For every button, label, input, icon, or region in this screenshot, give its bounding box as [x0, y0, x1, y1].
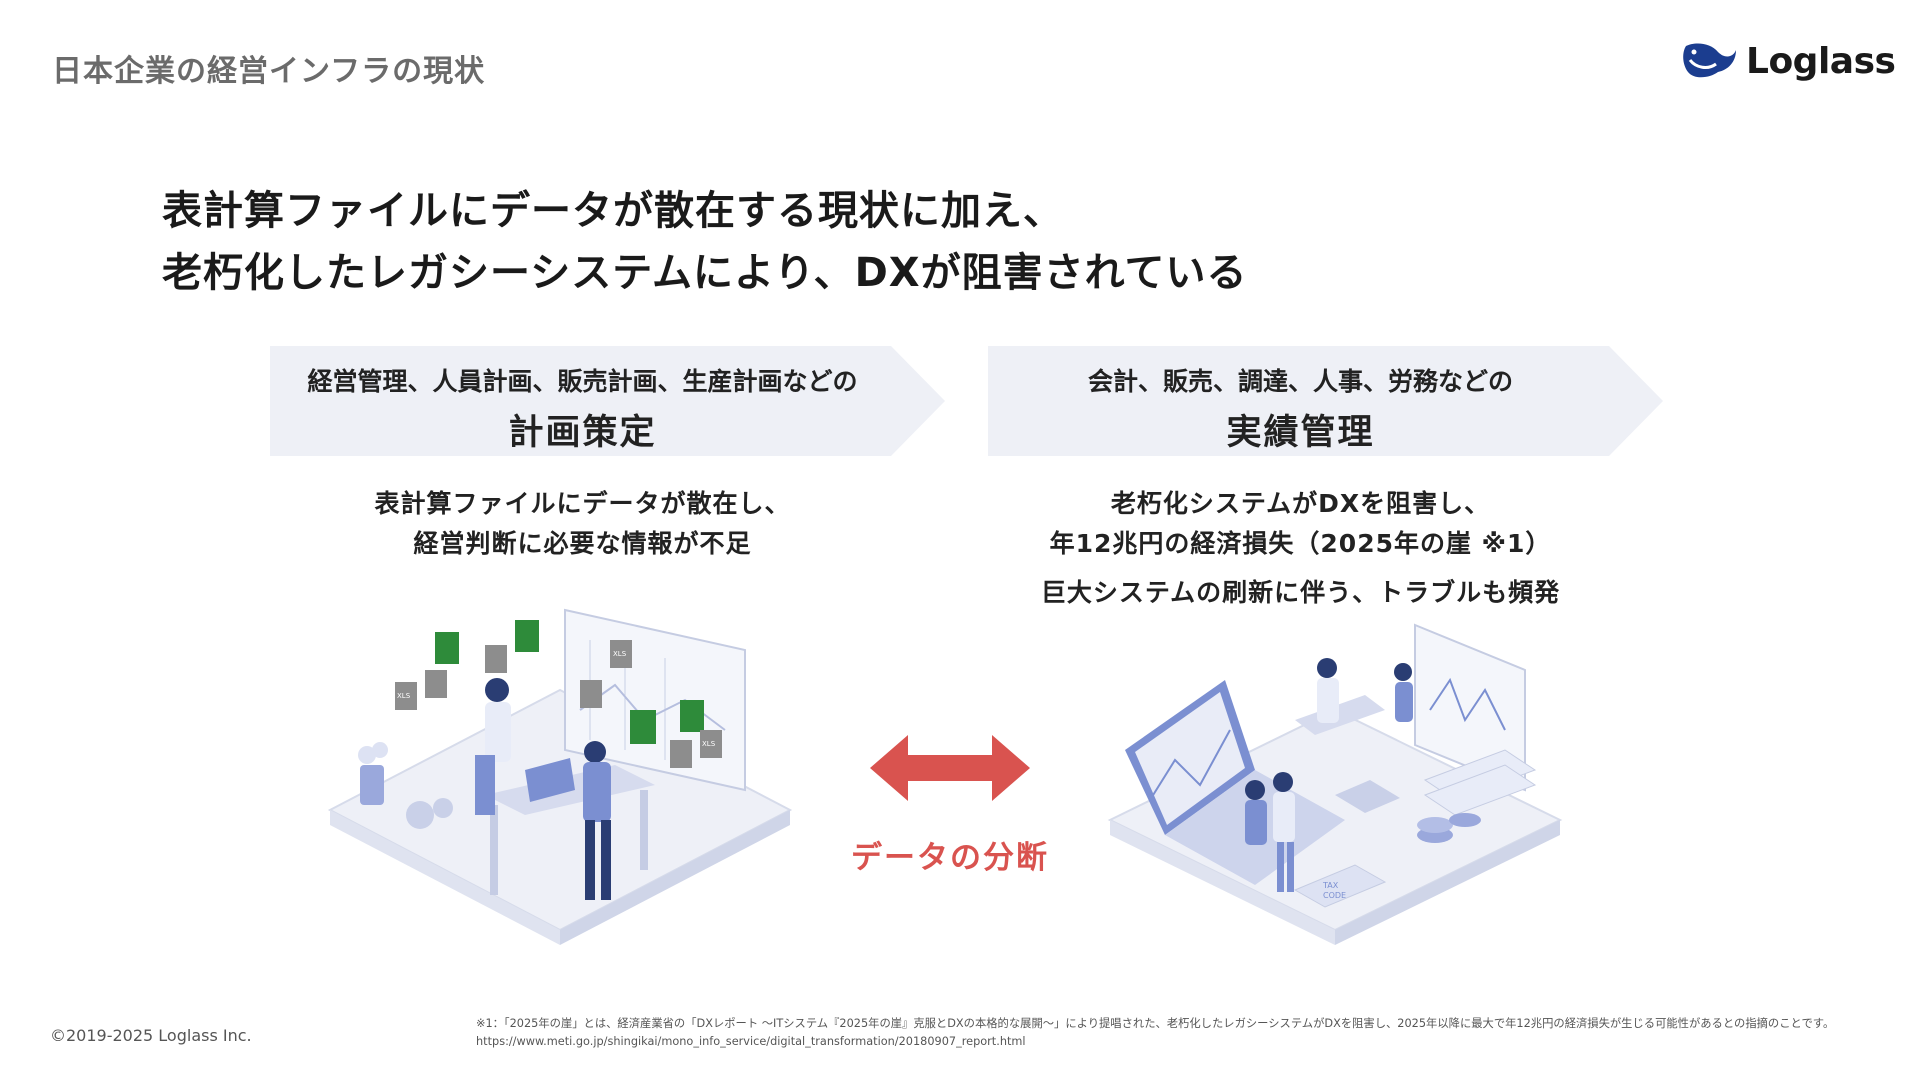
chevron-actuals: 会計、販売、調達、人事、労務などの 実績管理: [988, 346, 1663, 456]
chevron-planning: 経営管理、人員計画、販売計画、生産計画などの 計画策定: [270, 346, 945, 456]
xls-label: XLS: [702, 740, 716, 748]
xls-label: XLS: [397, 692, 411, 700]
actuals-description-extra: 巨大システムの刷新に伴う、トラブルも頻発: [988, 573, 1613, 613]
footnote-link[interactable]: https://www.meti.go.jp/shingikai/mono_in…: [476, 1035, 1026, 1048]
chevron-planning-sub: 経営管理、人員計画、販売計画、生産計画などの: [307, 367, 858, 396]
headline-line-1: 表計算ファイルにデータが散在する現状に加え、: [162, 188, 1064, 234]
footnote: ※1：「2025年の崖」とは、経済産業省の「DXレポート ～ITシステム『202…: [476, 1015, 1834, 1051]
logo-text: Loglass: [1746, 40, 1896, 82]
data-division-label: データの分断: [851, 840, 1049, 876]
whale-logo-icon: [1683, 43, 1736, 78]
planning-desc-line-2: 経営判断に必要な情報が不足: [413, 529, 752, 558]
double-arrow-icon: [870, 735, 1030, 801]
xls-label: XLS: [613, 650, 627, 658]
business-systems-illustration: TAX CODE: [1107, 623, 1563, 945]
actuals-desc-line-1: 老朽化システムがDXを阻害し、: [1110, 489, 1491, 518]
tax-label: TAX: [1322, 881, 1339, 890]
chevron-actuals-main: 実績管理: [1226, 413, 1375, 453]
footnote-text: ※1：「2025年の崖」とは、経済産業省の「DXレポート ～ITシステム『202…: [476, 1017, 1835, 1030]
actuals-description: 老朽化システムがDXを阻害し、 年12兆円の経済損失（2025年の崖 ※1）: [988, 484, 1613, 564]
planning-description: 表計算ファイルにデータが散在し、 経営判断に必要な情報が不足: [270, 484, 895, 564]
chevron-planning-main: 計画策定: [508, 413, 657, 453]
section-title: 日本企業の経営インフラの現状: [52, 54, 486, 89]
actuals-desc-line-2: 年12兆円の経済損失（2025年の崖 ※1）: [1049, 529, 1552, 558]
chevron-actuals-sub: 会計、販売、調達、人事、労務などの: [1087, 367, 1513, 396]
code-label: CODE: [1323, 891, 1346, 900]
headline: 表計算ファイルにデータが散在する現状に加え、 老朽化したレガシーシステムにより、…: [162, 180, 1247, 304]
planning-desc-line-1: 表計算ファイルにデータが散在し、: [374, 489, 791, 518]
copyright: ©2019-2025 Loglass Inc.: [50, 1026, 252, 1045]
headline-line-2: 老朽化したレガシーシステムにより、DXが阻害されている: [162, 250, 1248, 296]
xls-file-icon: [395, 620, 722, 768]
loglass-logo[interactable]: Loglass: [1680, 38, 1896, 84]
actuals-desc-line-3: 巨大システムの刷新に伴う、トラブルも頻発: [1040, 578, 1561, 607]
spreadsheet-chaos-illustration: XLS XLS XLS: [327, 608, 793, 945]
